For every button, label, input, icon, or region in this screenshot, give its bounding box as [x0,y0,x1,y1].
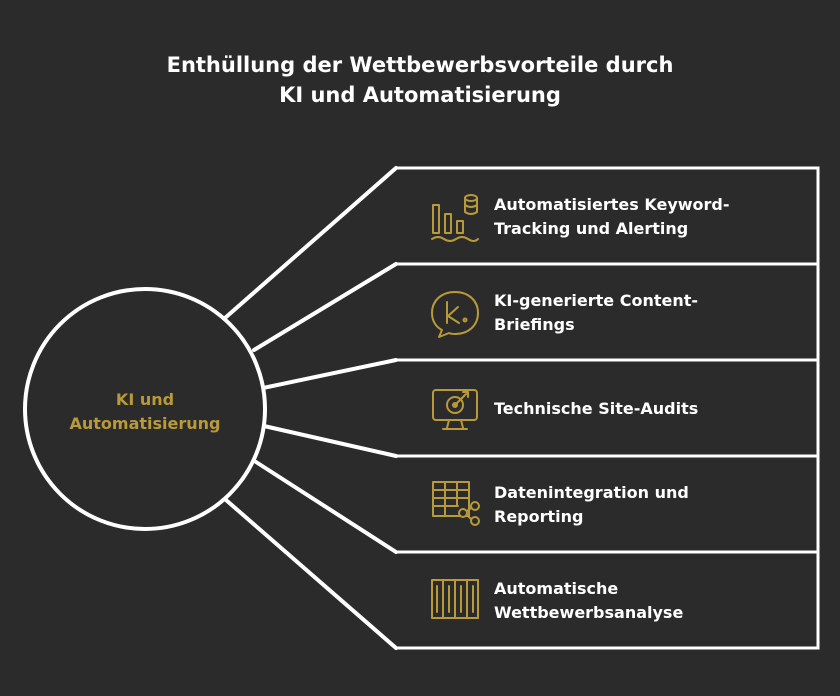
center-circle [23,287,267,531]
competitor-analysis-icon [431,579,479,619]
item-box-5 [396,550,820,650]
title-line-1: Enthüllung der Wettbewerbsvorteile durch [166,53,674,77]
connector-3 [261,358,398,390]
title-line-2: KI und Automatisierung [279,83,561,107]
item-label-competitor-analysis: Automatische Wettbewerbsanalyse [494,577,794,625]
item-label-line-1: Datenintegration und [494,483,689,502]
item-label-line-2: Briefings [494,315,575,334]
item-label-line-2: Tracking und Alerting [494,219,689,238]
item-label-line-1: KI-generierte Content- [494,291,699,310]
item-label-keyword-tracking: Automatisiertes Keyword- Tracking und Al… [494,193,794,241]
center-label-line-2: Automatisierung [69,414,221,433]
connector-1 [223,166,398,320]
item-label-line-1: Automatische [494,579,619,598]
connector-5 [254,460,398,554]
item-label-data-integration: Datenintegration und Reporting [494,481,794,529]
item-label-line-1: Automatisiertes Keyword- [494,195,730,214]
content-briefing-icon [431,291,479,338]
center-label: KI und Automatisierung [30,388,260,436]
connector-4 [262,424,398,458]
connector-2 [252,262,398,352]
item-label-line-1: Technische Site-Audits [494,399,699,418]
item-label-site-audits: Technische Site-Audits [494,397,794,421]
item-boxes [396,166,820,650]
site-audit-icon [432,389,478,430]
item-label-line-2: Wettbewerbsanalyse [494,603,684,622]
item-label-line-2: Reporting [494,507,584,526]
connector-6 [224,498,398,650]
data-integration-icon [432,481,480,526]
keyword-tracking-icon [431,194,479,242]
item-label-content-briefings: KI-generierte Content- Briefings [494,289,794,337]
center-label-line-1: KI und [115,390,175,409]
diagram-title: Enthüllung der Wettbewerbsvorteile durch… [0,50,840,110]
connector-lines [223,166,398,650]
